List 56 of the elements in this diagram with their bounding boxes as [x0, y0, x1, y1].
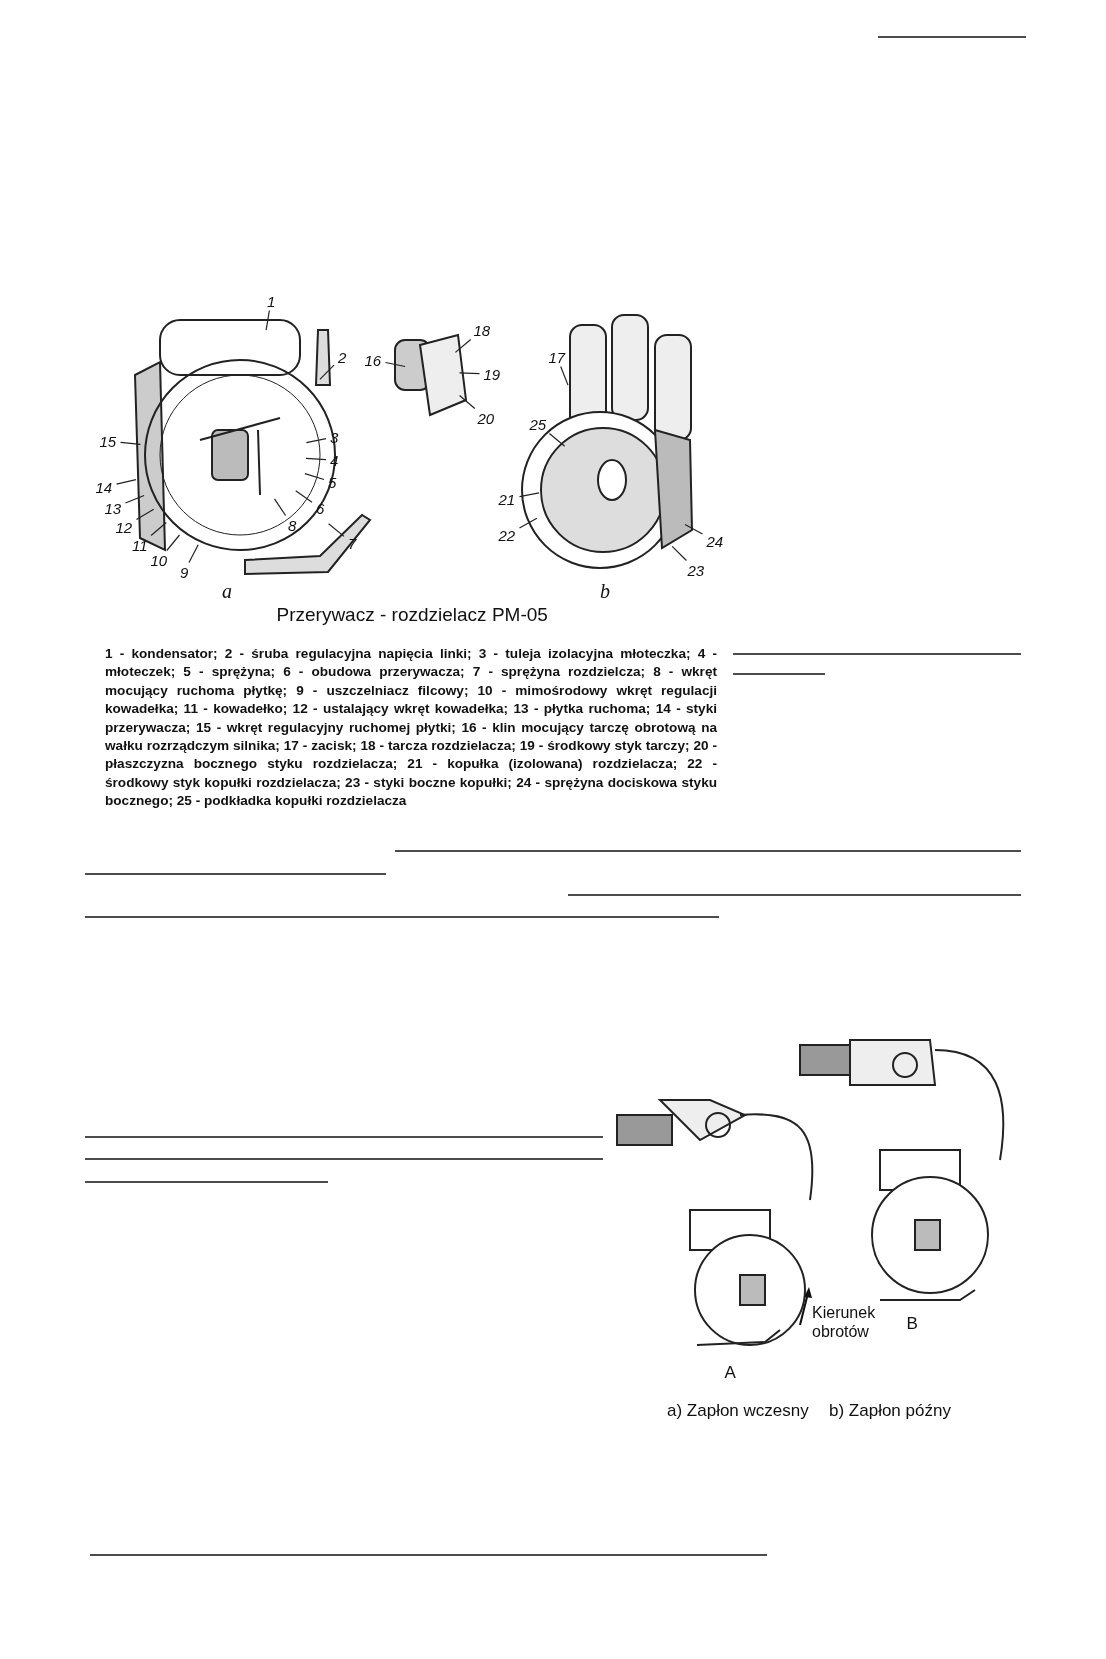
leader-line — [671, 545, 687, 562]
callout-number: 2 — [338, 349, 347, 365]
leader-line — [135, 508, 155, 521]
callout-number: 8 — [288, 517, 297, 533]
callout-number: 13 — [104, 500, 122, 516]
callout-number: 23 — [687, 562, 705, 578]
leader-line — [305, 438, 327, 444]
parts-legend: 1 - kondensator; 2 - śruba regulacyjna napięcia linki; 3 - tuleja izolacyjna młoteczka; 4 - młoteczek; 5 - sprężyna; 6 - obudowa przerywacza; 7 - sprężyna rozdzielcza; 8 - wkręt mocujący ruchoma płytkę; 9 - uszczelniacz filcowy; 10 - mimośrodowy wkręt regulacji kowadełka; 11 - kowadełko; 12 - ustalający wkręt kowadełka; 13 - płytka ruchoma; 14 - styki przerywacza; 15 - wkręt regulacyjny ruchomej płytki; 16 - klin mocujący tarczę obrotową na wałku rozrządczym silnika; 17 - zacisk; 18 - tarcza rozdzielacza; 19 - środkowy styk tarczy; 20 - płaszczyzna bocznego styku rozdzielacza; 21 - kopułka (izolowana) rozdzielacza; 22 - środkowy styk kopułki rozdzielacza; 23 - styki boczne kopułki; 24 - sprężyna dociskowa styku bocznego; 25 - podkładka kopułki rozdzielacza — [105, 645, 717, 811]
callout-number: 19 — [483, 366, 501, 382]
callout-number: 18 — [473, 322, 491, 338]
distributor-rotor-drawing — [394, 333, 468, 417]
leader-line — [166, 534, 181, 552]
leader-line — [265, 309, 270, 331]
leader-line — [518, 517, 538, 529]
leader-line — [115, 479, 137, 485]
leader-line — [295, 490, 313, 503]
figure-letter: b — [600, 581, 610, 601]
leader-line — [304, 473, 325, 481]
leader-line — [328, 523, 345, 537]
leader-line — [384, 361, 406, 368]
leader-line — [518, 492, 540, 498]
leader-line — [560, 365, 569, 386]
callout-number: 9 — [180, 564, 189, 580]
leader-line — [150, 521, 167, 537]
figure-title: Przerywacz - rozdzielacz PM-05 — [276, 604, 548, 624]
callout-number: 6 — [316, 500, 325, 516]
leader-line — [119, 441, 141, 445]
leader-line — [548, 432, 566, 447]
callout-number: 12 — [115, 519, 133, 535]
callout-number: 20 — [477, 410, 495, 426]
leader-line — [319, 364, 335, 380]
callout-number: 1 — [267, 293, 276, 309]
figure-caption: a) Zapłon wczesny — [667, 1401, 809, 1419]
figure-caption: b) Zapłon późny — [829, 1401, 951, 1419]
callout-number: 11 — [132, 537, 148, 553]
leader-line — [124, 494, 145, 504]
rotation-note: Kierunek obrotów — [812, 1303, 877, 1341]
leader-line — [459, 394, 476, 410]
callout-number: 16 — [364, 352, 382, 368]
leader-line — [458, 372, 481, 375]
figure-letter: B — [906, 1314, 918, 1332]
leader-line — [305, 457, 327, 461]
leader-line — [188, 544, 199, 564]
callout-number: 21 — [498, 491, 516, 507]
callout-number: 25 — [529, 416, 547, 432]
figure-letter: A — [724, 1363, 736, 1381]
callout-number: 14 — [95, 479, 113, 495]
leader-line — [273, 498, 287, 517]
callout-number: 10 — [150, 552, 168, 568]
callout-number: 17 — [548, 349, 566, 365]
figure-letter: a — [222, 581, 232, 601]
callout-number: 22 — [498, 527, 516, 543]
callout-number: 15 — [99, 433, 117, 449]
callout-number: 24 — [706, 533, 724, 549]
leader-line — [454, 338, 472, 353]
leader-line — [684, 523, 704, 535]
